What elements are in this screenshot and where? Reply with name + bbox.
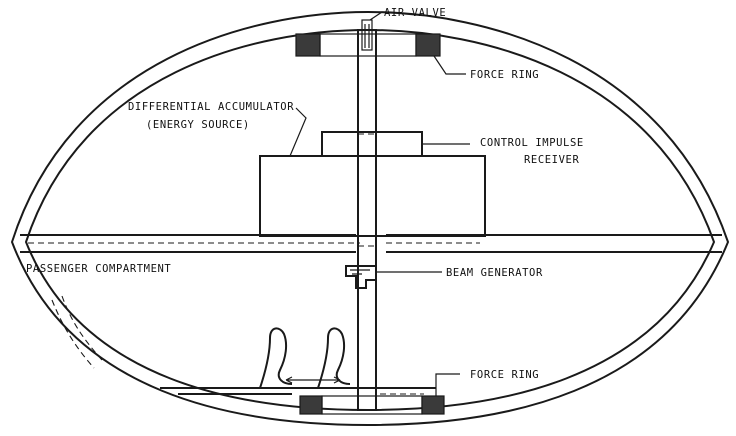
control-impulse-receiver-box: [321, 131, 423, 157]
label-receiver: RECEIVER: [524, 154, 579, 166]
label-control-impulse: CONTROL IMPULSE: [480, 137, 584, 149]
central-shaft: [357, 29, 377, 411]
leader-air-valve: [369, 11, 383, 21]
force-ring-bottom-right-block: [421, 395, 445, 415]
air-valve-detail: [364, 24, 370, 48]
force-ring-top-bar: [319, 33, 417, 57]
leader-force-ring-bottom: [435, 373, 460, 396]
beam-generator-detail: [350, 269, 370, 275]
label-energy-source: (ENERGY SOURCE): [146, 119, 250, 131]
hull-dashed-segment: [51, 299, 95, 369]
seat-track-arrow: [285, 376, 341, 384]
seat-left: [259, 327, 293, 389]
label-air-valve: AIR VALVE: [384, 7, 446, 19]
label-force-ring-bottom: FORCE RING: [470, 369, 539, 381]
label-differential-accumulator: DIFFERENTIAL ACCUMULATOR: [128, 101, 294, 113]
beam-generator: [345, 265, 377, 289]
force-ring-top-right-block: [415, 33, 441, 57]
hull-inner-wall: [24, 28, 716, 412]
hull-outer-wall: [10, 10, 730, 427]
air-valve: [361, 19, 373, 51]
force-ring-bottom-bar: [321, 395, 423, 415]
force-ring-bottom-left-block: [299, 395, 323, 415]
leader-force-ring-top: [433, 55, 466, 75]
hull-dashed-segment-2: [61, 295, 103, 361]
label-passenger-compartment: PASSENGER COMPARTMENT: [26, 263, 171, 275]
label-force-ring-top: FORCE RING: [470, 69, 539, 81]
label-beam-generator: BEAM GENERATOR: [446, 267, 543, 279]
seat-right: [317, 327, 351, 389]
force-ring-top-left-block: [295, 33, 321, 57]
leader-differential-accumulator: [289, 107, 307, 157]
differential-accumulator-box: [259, 155, 486, 237]
